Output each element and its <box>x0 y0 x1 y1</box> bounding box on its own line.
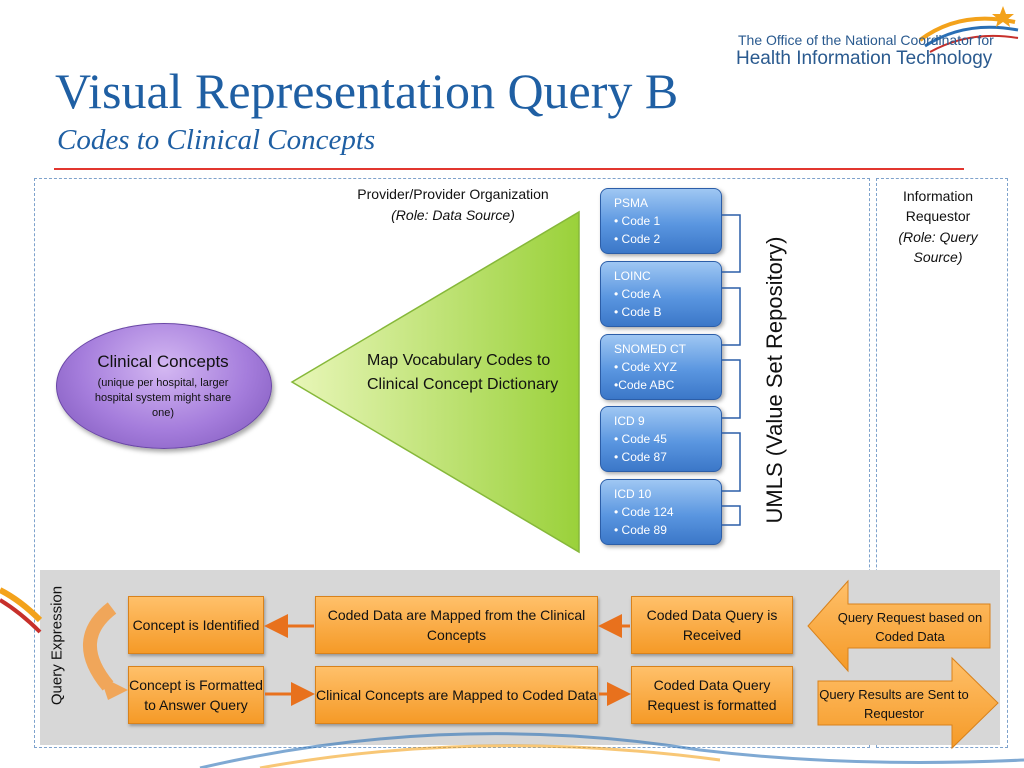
requestor-label: Information Requestor <box>902 188 974 224</box>
vocab-code: • Code 45 <box>614 432 667 446</box>
vocab-box-icd9: ICD 9 • Code 45 • Code 87 <box>600 406 722 472</box>
clinical-concepts-note: (unique per hospital, larger hospital sy… <box>94 377 232 419</box>
map-vocabulary-triangle <box>290 210 580 554</box>
query-request-text: Query Request based on Coded Data <box>837 610 983 644</box>
query-expression-label: Query Expression <box>48 585 66 706</box>
concept-identified-box: Concept is Identified <box>128 596 264 654</box>
concept-formatted-box: Concept is Formatted to Answer Query <box>128 666 264 724</box>
query-received-box: Coded Data Query is Received <box>631 596 793 654</box>
umls-label: UMLS (Value Set Repository) <box>762 236 787 524</box>
vocab-code: • Code 1 <box>614 214 661 228</box>
vocab-bracket <box>722 214 741 526</box>
decorative-swoosh-icon <box>0 587 1024 768</box>
vocab-name: ICD 9 <box>614 414 645 428</box>
vocab-code: • Code B <box>614 305 662 319</box>
page-title: Visual Representation Query B <box>55 63 679 119</box>
request-formatted-box: Coded Data Query Request is formatted <box>631 666 793 724</box>
vocab-code: • Code 2 <box>614 232 661 246</box>
vocab-code: • Code 87 <box>614 450 667 464</box>
page-subtitle: Codes to Clinical Concepts <box>57 124 376 156</box>
map-vocabulary-text: Map Vocabulary Codes to Clinical Concept… <box>367 352 559 393</box>
vocab-name: PSMA <box>614 196 649 210</box>
vocab-code: • Code XYZ <box>614 360 677 374</box>
vocab-code: •Code ABC <box>614 378 675 392</box>
provider-label: Provider/Provider Organization <box>357 186 549 202</box>
vocab-box-snomed: SNOMED CT • Code XYZ •Code ABC <box>600 334 722 400</box>
vocab-code: • Code 124 <box>614 505 674 519</box>
query-results-text: Query Results are Sent to Requestor <box>819 687 969 721</box>
logo-text-line2: Health Information Technology <box>736 48 993 69</box>
vocab-code: • Code 89 <box>614 523 667 537</box>
clinical-concepts-title: Clinical Concepts <box>97 352 229 371</box>
vocab-name: LOINC <box>614 269 651 283</box>
vocab-name: SNOMED CT <box>614 342 686 356</box>
logo-text-line1: The Office of the National Coordinator f… <box>738 32 994 48</box>
mapped-to-box: Clinical Concepts are Mapped to Coded Da… <box>315 666 598 724</box>
clinical-concepts-ellipse <box>56 323 272 449</box>
mapped-from-box: Coded Data are Mapped from the Clinical … <box>315 596 598 654</box>
vocab-box-loinc: LOINC • Code A • Code B <box>600 261 722 327</box>
vocab-box-psma: PSMA • Code 1 • Code 2 <box>600 188 722 254</box>
provider-role: (Role: Data Source) <box>391 207 515 223</box>
requestor-role: (Role: Query Source) <box>898 229 978 265</box>
onc-logo-swoosh-icon <box>918 6 1019 53</box>
vocab-name: ICD 10 <box>614 487 652 501</box>
vocab-box-icd10: ICD 10 • Code 124 • Code 89 <box>600 479 722 545</box>
title-divider <box>54 168 964 170</box>
vocab-code: • Code A <box>614 287 661 301</box>
